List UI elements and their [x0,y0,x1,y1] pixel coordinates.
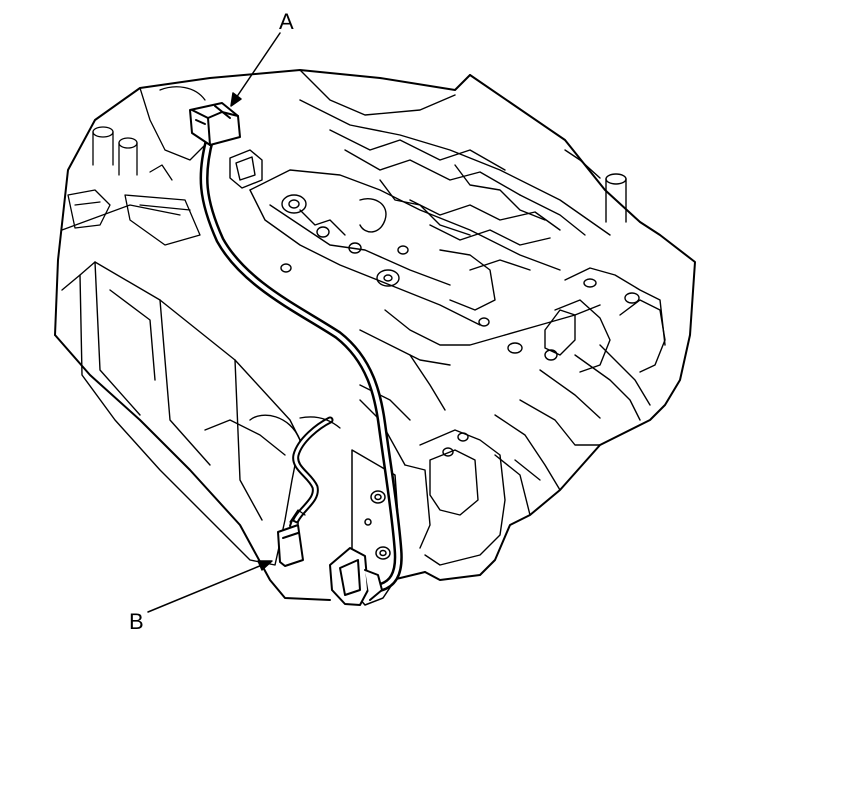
bolt-holes [280,173,640,457]
callout-leaders [147,32,281,613]
right-housing-detail [494,267,666,516]
callout-label-a: A [279,9,294,34]
valve-body [249,69,611,421]
housing-outline [54,69,696,601]
wiring-harness [199,133,403,593]
bracket-connector [329,547,383,606]
callout-label-b: B [129,609,144,634]
connector-a [189,102,241,146]
plug-near-connector-a [229,149,263,189]
left-housing-block [61,261,301,566]
upper-left-bosses [61,86,206,246]
connector-b [277,519,304,567]
